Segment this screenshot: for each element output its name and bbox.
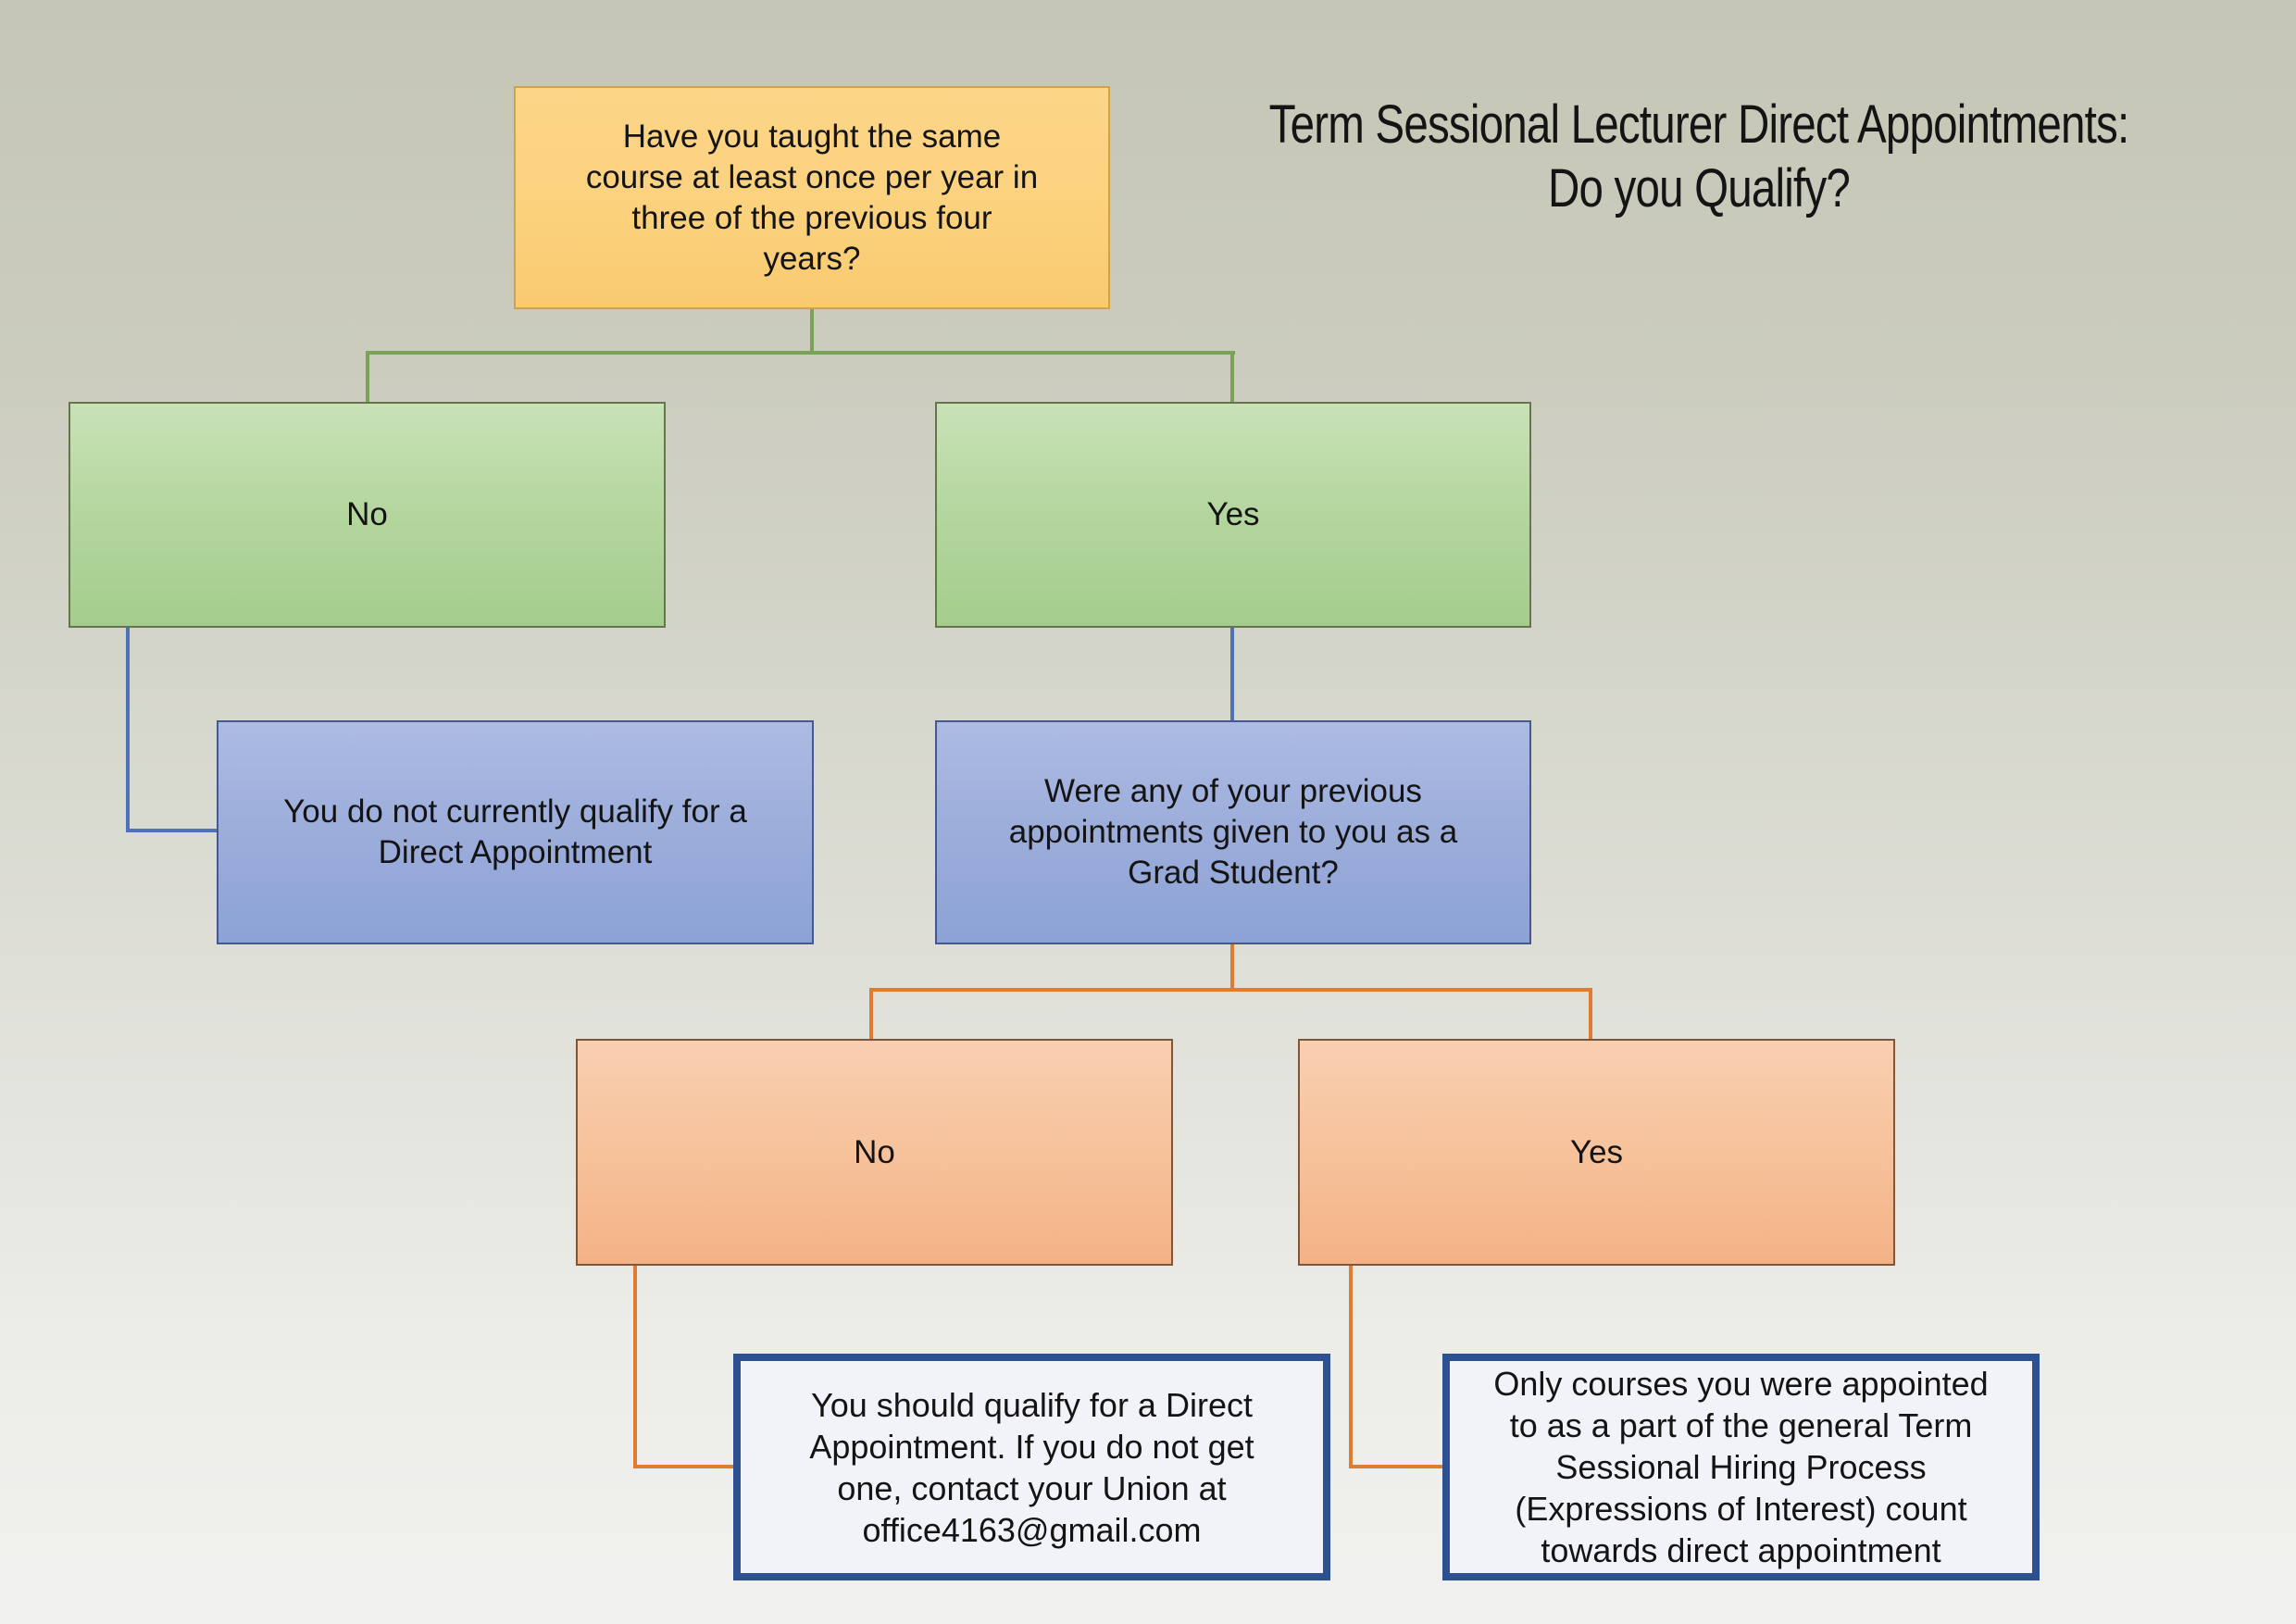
outcome-qualify-box: You should qualify for a Direct Appointm… — [733, 1354, 1330, 1580]
connector-root-crossbar — [366, 351, 1235, 355]
outcome-not-qualify-text: You do not currently qualify for a Direc… — [283, 793, 747, 870]
connector-yes-to-grad-question — [1230, 627, 1234, 722]
connector-gradno-elbow-in — [633, 1465, 735, 1468]
grad-yes-label: Yes — [1569, 1133, 1624, 1170]
connector-no-elbow-down — [126, 626, 130, 832]
grad-no-box: No — [576, 1039, 1173, 1266]
grad-student-question-box: Were any of your previous appointments g… — [935, 720, 1531, 944]
connector-grad-to-no — [869, 988, 873, 1041]
root-question-box: Have you taught the same course at least… — [514, 86, 1110, 309]
connector-gradyes-elbow-in — [1349, 1465, 1444, 1468]
branch-yes-box: Yes — [935, 402, 1531, 628]
branch-no-label: No — [346, 496, 388, 532]
outcome-eoi-box: Only courses you were appointed to as a … — [1442, 1354, 2040, 1580]
branch-no-box: No — [69, 402, 666, 628]
root-question-text: Have you taught the same course at least… — [585, 118, 1039, 277]
connector-grad-crossbar — [869, 988, 1592, 992]
connector-root-to-yes — [1230, 351, 1234, 404]
grad-no-label: No — [854, 1133, 895, 1170]
diagram-title-line1: Term Sessional Lecturer Direct Appointme… — [1268, 94, 2130, 155]
diagram-title: Term Sessional Lecturer Direct Appointme… — [1102, 93, 2296, 220]
connector-root-stem — [810, 309, 814, 354]
connector-grad-stem — [1230, 943, 1234, 992]
outcome-eoi-text: Only courses you were appointed to as a … — [1493, 1365, 1989, 1569]
diagram-title-line2: Do you Qualify? — [1547, 158, 1851, 219]
connector-gradno-elbow-down — [633, 1264, 637, 1468]
connector-grad-to-yes — [1589, 988, 1592, 1041]
connector-no-elbow-in — [126, 829, 218, 832]
branch-yes-label: Yes — [1206, 496, 1260, 532]
grad-yes-box: Yes — [1298, 1039, 1895, 1266]
connector-root-to-no — [366, 351, 369, 404]
outcome-not-qualify-box: You do not currently qualify for a Direc… — [217, 720, 814, 944]
grad-student-question-text: Were any of your previous appointments g… — [1008, 773, 1458, 891]
connector-gradyes-elbow-down — [1349, 1264, 1353, 1468]
outcome-qualify-text: You should qualify for a Direct Appointm… — [809, 1385, 1254, 1549]
